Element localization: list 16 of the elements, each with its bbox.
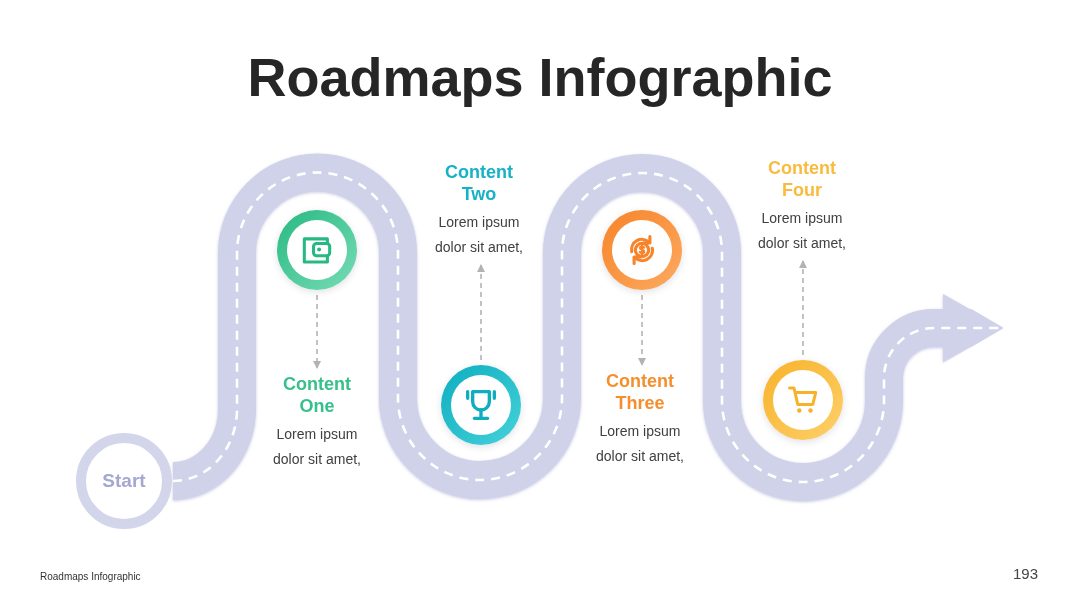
slide-title: Roadmaps Infographic — [247, 46, 833, 108]
step-description: Lorem ipsum dolor sit amet, — [595, 422, 685, 466]
dashed-arrow — [799, 260, 807, 356]
dashed-arrow — [638, 294, 646, 366]
dashed-arrow — [313, 294, 321, 369]
page-number: 193 — [1012, 564, 1038, 583]
footer-text: Roadmaps Infographic — [40, 570, 141, 584]
step-heading: Content Four — [767, 157, 837, 201]
step-heading: Content Two — [444, 161, 514, 205]
step-heading: Content One — [282, 373, 352, 417]
step-heading: Content Three — [605, 370, 675, 414]
step-description: Lorem ipsum dolor sit amet, — [434, 213, 524, 257]
step-description: Lorem ipsum dolor sit amet, — [272, 425, 362, 469]
dashed-arrow — [477, 264, 485, 361]
start-label: Start — [102, 470, 146, 492]
step-description: Lorem ipsum dolor sit amet, — [757, 209, 847, 253]
